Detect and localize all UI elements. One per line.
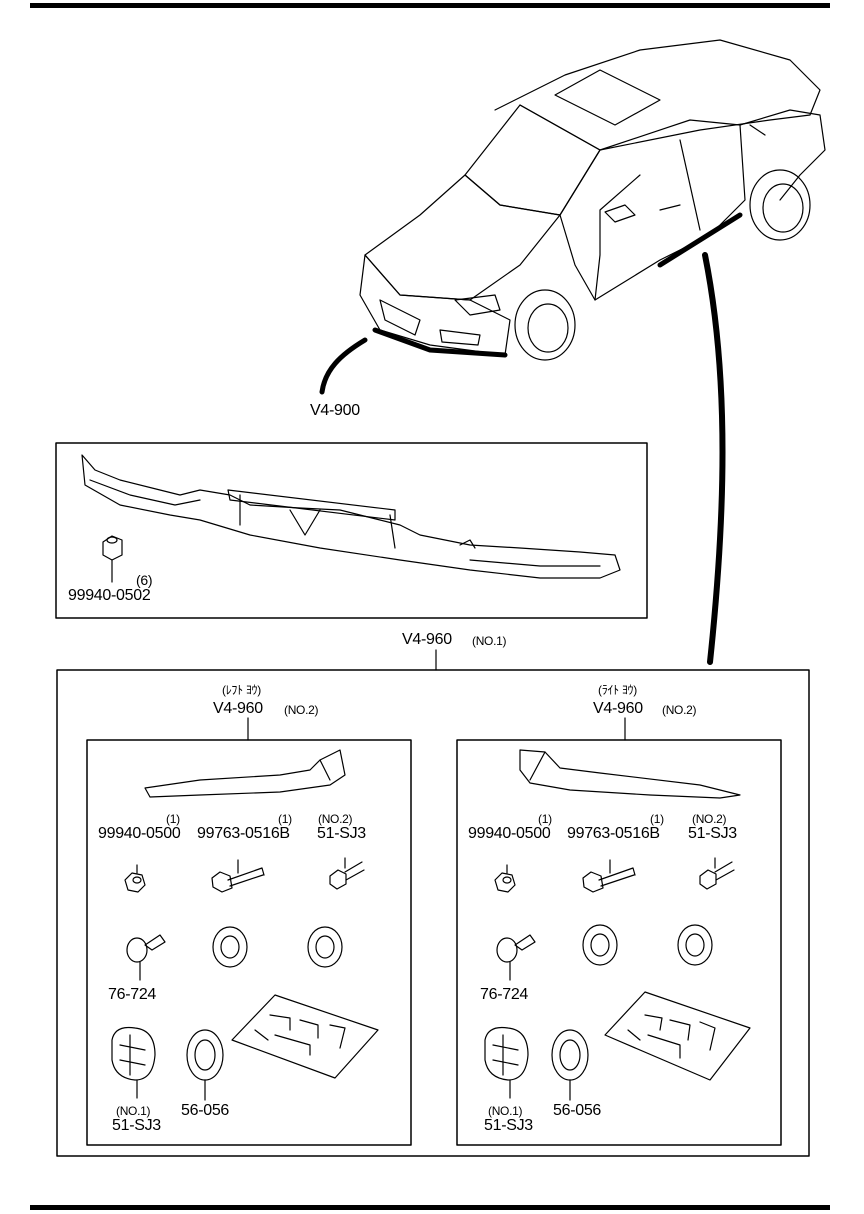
- right-p2-qty: (1): [650, 812, 664, 826]
- label-qty-6: (6): [136, 572, 153, 588]
- front-spoiler-shape: [81, 454, 621, 579]
- bottom-border: [30, 1205, 830, 1210]
- left-p3-qty: (NO.2): [318, 812, 353, 826]
- left-p1-qty: (1): [166, 812, 180, 826]
- left-skirt-shape: [144, 749, 346, 798]
- left-p2-qty: (1): [278, 812, 292, 826]
- left-p6-code: 56-056: [181, 1102, 230, 1119]
- left-p5-no: (NO.1): [116, 1104, 151, 1118]
- right-header-jp: (ﾗｲﾄ ﾖｳ): [598, 683, 637, 697]
- left-p5-code: 51-SJ3: [112, 1117, 161, 1134]
- label-v4-960-main: V4-960: [402, 631, 452, 648]
- right-p6-code: 56-056: [553, 1102, 602, 1119]
- right-p5-no: (NO.1): [488, 1104, 523, 1118]
- label-v4-900: V4-900: [310, 402, 360, 419]
- right-p5-code: 51-SJ3: [484, 1117, 533, 1134]
- label-99940-0502: 99940-0502: [68, 587, 151, 604]
- right-p4-code: 76-724: [480, 986, 529, 1003]
- left-parts: [111, 857, 379, 1101]
- left-header-jp: (ﾚﾌﾄ ﾖｳ): [222, 683, 261, 697]
- left-header-no: (NO.2): [284, 703, 319, 717]
- left-p4-code: 76-724: [108, 986, 157, 1003]
- left-p1-code: 99940-0500: [98, 825, 181, 842]
- label-no1-main: (NO.1): [472, 634, 507, 648]
- right-p2-code: 99763-0516B: [567, 825, 660, 842]
- right-header-code: V4-960: [593, 700, 643, 717]
- left-header-code: V4-960: [213, 700, 263, 717]
- right-parts: [484, 857, 751, 1101]
- nut-0502: [102, 535, 123, 583]
- leader-side: [702, 252, 726, 665]
- left-p2-code: 99763-0516B: [197, 825, 290, 842]
- right-p1-qty: (1): [538, 812, 552, 826]
- leader-front: [319, 337, 368, 395]
- car-illustration: [359, 39, 826, 361]
- top-border: [30, 3, 830, 8]
- right-p3-code: 51-SJ3: [688, 825, 737, 842]
- right-header-no: (NO.2): [662, 703, 697, 717]
- right-skirt-shape: [519, 749, 741, 799]
- right-p1-code: 99940-0500: [468, 825, 551, 842]
- left-p3-code: 51-SJ3: [317, 825, 366, 842]
- right-p3-qty: (NO.2): [692, 812, 727, 826]
